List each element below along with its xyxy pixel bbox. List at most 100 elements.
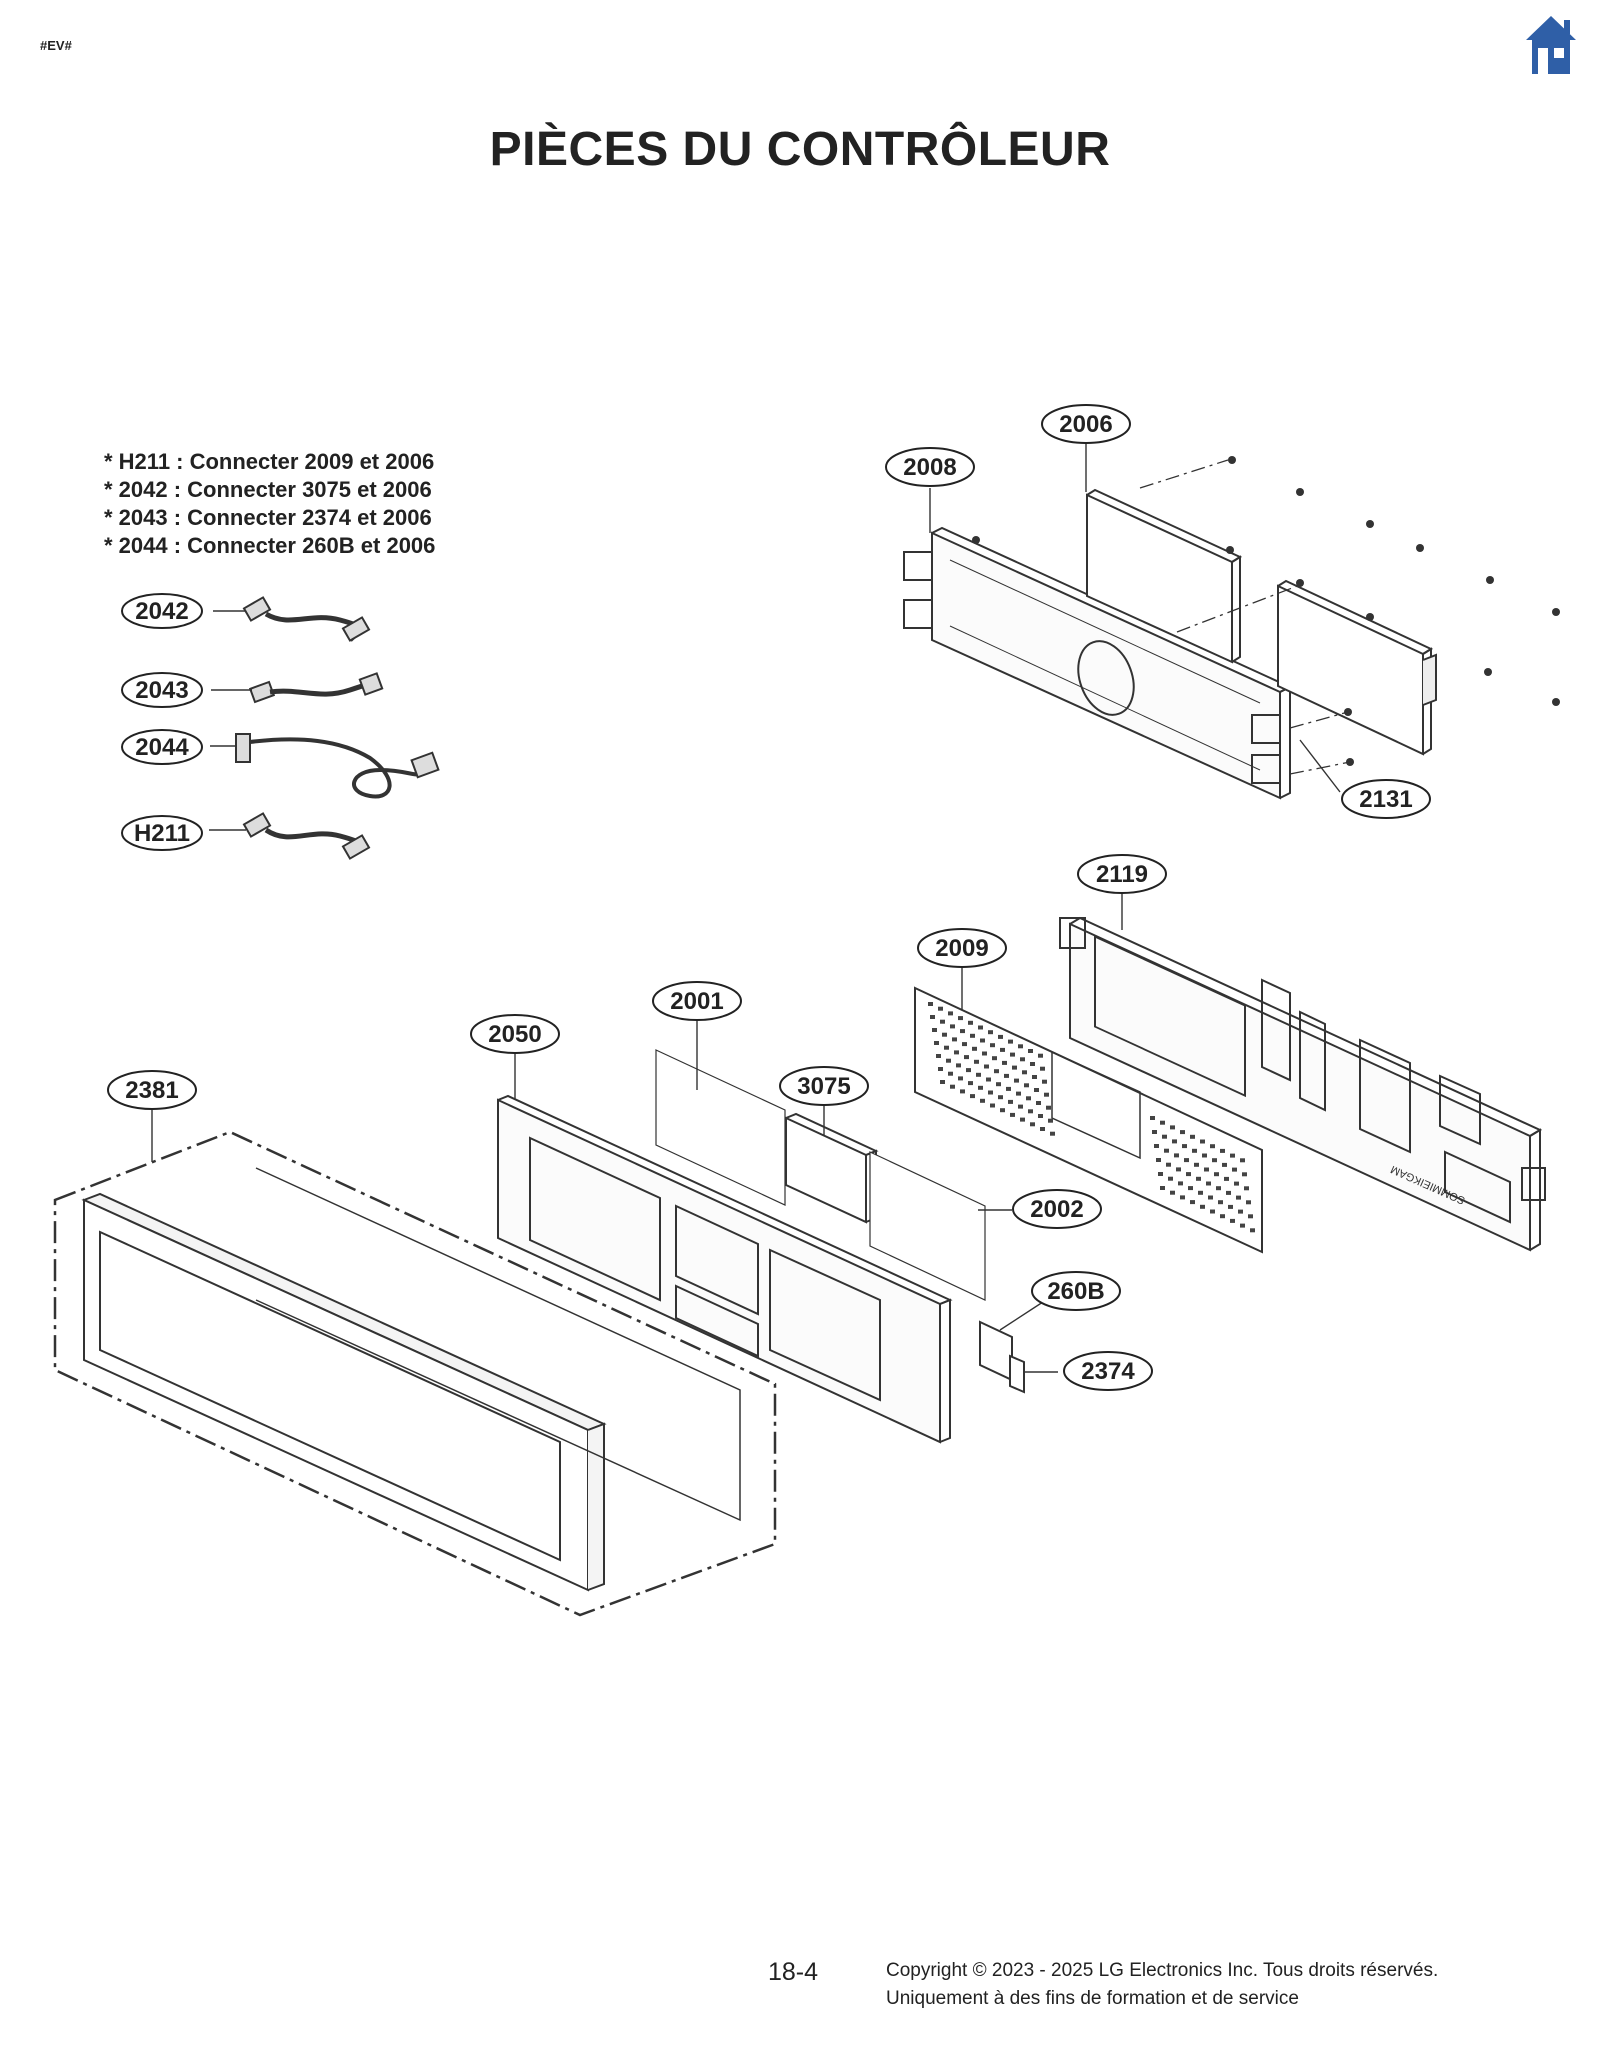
board-component <box>976 1072 981 1077</box>
board-component <box>982 1051 987 1056</box>
board-component <box>944 1045 949 1050</box>
board-component <box>1192 1148 1197 1153</box>
board-component <box>1182 1144 1187 1149</box>
callout-2009: 2009 <box>917 928 1007 968</box>
board-component <box>1046 1105 1051 1110</box>
callout-2050: 2050 <box>470 1014 560 1054</box>
board-component <box>984 1064 989 1069</box>
svg-text:2002: 2002 <box>1030 1196 1083 1223</box>
board-component <box>970 1033 975 1038</box>
board-component <box>1222 1162 1227 1167</box>
bracket-2119 <box>1059 916 1546 1252</box>
bezel-2381 <box>81 1167 741 1592</box>
svg-text:2381: 2381 <box>125 1077 178 1104</box>
board-component <box>980 1038 985 1043</box>
board-component <box>1224 1176 1229 1181</box>
board-component <box>970 1094 975 1099</box>
board-component <box>1248 1214 1253 1219</box>
board-component <box>1212 1158 1217 1163</box>
note-2043: * 2043 : Connecter 2374 et 2006 <box>104 505 432 530</box>
board-component <box>1154 1144 1159 1148</box>
home-icon[interactable] <box>1524 14 1578 76</box>
board-component <box>1002 1060 1007 1065</box>
svg-text:2008: 2008 <box>903 454 956 481</box>
board-component <box>1174 1153 1179 1158</box>
board-component <box>1166 1162 1171 1167</box>
board-component <box>928 1002 933 1006</box>
board-component <box>1232 1167 1237 1172</box>
board-component <box>960 1029 965 1034</box>
board-component <box>1194 1162 1199 1167</box>
board-component <box>1200 1204 1205 1209</box>
board-component <box>964 1055 969 1060</box>
callout-2374: 2374 <box>1063 1351 1153 1391</box>
note-2042: * 2042 : Connecter 3075 et 2006 <box>104 477 432 502</box>
board-component <box>1198 1190 1203 1195</box>
svg-text:H211: H211 <box>134 820 190 847</box>
board-component <box>1160 1120 1165 1125</box>
board-component <box>1168 1176 1173 1181</box>
cable-2043 <box>248 672 384 704</box>
board-component <box>1170 1190 1175 1195</box>
board-component <box>1030 1062 1035 1066</box>
board-component <box>962 1042 967 1047</box>
callout-2042: 2042 <box>121 593 203 629</box>
board-component <box>938 1067 943 1071</box>
board-component <box>1008 1099 1013 1104</box>
page-title: PIÈCES DU CONTRÔLEUR <box>489 123 1111 176</box>
board-component <box>968 1020 973 1025</box>
board-component <box>1184 1158 1189 1163</box>
board-component <box>1040 1127 1045 1131</box>
block-3075 <box>785 1112 879 1224</box>
board-component <box>980 1098 985 1103</box>
board-component <box>1240 1223 1245 1228</box>
board-2009 <box>914 986 1263 1254</box>
svg-text:2043: 2043 <box>135 677 188 704</box>
board-component <box>1028 1109 1033 1114</box>
board-component <box>1156 1158 1161 1162</box>
board-component <box>1018 1044 1023 1049</box>
board-component <box>1208 1195 1213 1200</box>
board-component <box>1160 1186 1165 1190</box>
callout-2119: 2119 <box>1077 854 1167 894</box>
board-2006 <box>1086 488 1243 664</box>
callout-2006: 2006 <box>1041 404 1131 444</box>
svg-text:2001: 2001 <box>670 988 723 1015</box>
board-component <box>1186 1172 1191 1177</box>
board-component <box>1190 1200 1195 1205</box>
board-component <box>954 1050 959 1055</box>
board-component <box>996 1082 1001 1087</box>
board-component <box>934 1041 939 1045</box>
board-component <box>930 1015 935 1019</box>
callout-2002: 2002 <box>1012 1189 1102 1229</box>
board-component <box>956 1063 961 1068</box>
board-component <box>988 1090 993 1095</box>
board-component <box>1018 1104 1023 1109</box>
board-component <box>1162 1134 1167 1139</box>
board-component <box>1158 1172 1163 1176</box>
board-component <box>992 1056 997 1061</box>
board-component <box>1180 1130 1185 1135</box>
board-component <box>1214 1172 1219 1177</box>
board-component <box>998 1095 1003 1100</box>
board-component <box>1206 1181 1211 1186</box>
board-component <box>1016 1091 1021 1096</box>
screws-top <box>972 456 1560 766</box>
board-component <box>1226 1190 1231 1195</box>
window-2002 <box>869 1151 986 1301</box>
board-component <box>1010 1112 1015 1117</box>
leader-lines <box>151 443 1341 1373</box>
board-component <box>1004 1073 1009 1078</box>
board-component <box>1196 1176 1201 1181</box>
board-component <box>1238 1209 1243 1214</box>
part-2374 <box>1009 1354 1025 1394</box>
board-component <box>1020 1057 1025 1062</box>
callout-2043: 2043 <box>121 672 203 708</box>
board-component <box>1048 1118 1053 1123</box>
svg-text:2119: 2119 <box>1096 861 1148 888</box>
board-component <box>1014 1078 1019 1083</box>
board-component <box>978 1025 983 1030</box>
board-component <box>986 1077 991 1082</box>
board-component <box>1230 1218 1235 1223</box>
